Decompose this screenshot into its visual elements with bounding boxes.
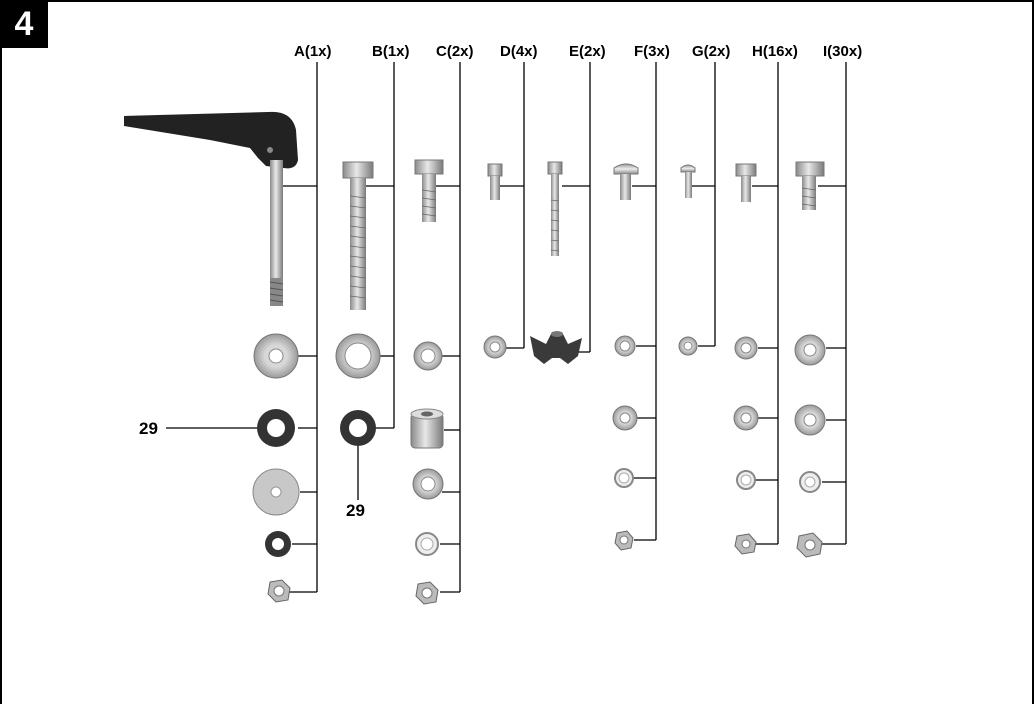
nut-h <box>734 533 757 555</box>
group-i-leader-lines <box>818 62 847 545</box>
washer-b <box>335 333 381 379</box>
group-c-leader-lines <box>434 62 461 593</box>
label-group-i: I(30x) <box>823 43 862 60</box>
group-h-leader-lines <box>752 62 779 545</box>
hex-bolt-c <box>414 159 444 222</box>
spacer-sleeve-c <box>410 408 444 449</box>
washer-f-2 <box>612 405 638 431</box>
rubber-washer-b <box>340 410 376 446</box>
spring-washer-h <box>736 470 756 490</box>
rubber-washer-a <box>257 409 295 447</box>
washer-d <box>483 335 507 359</box>
group-a-leader-lines <box>282 62 318 593</box>
washer-a-large <box>253 333 299 379</box>
spring-washer-i <box>799 471 821 493</box>
wing-nut-e <box>530 331 582 364</box>
socket-screw-e <box>547 161 563 256</box>
washer-a-flat <box>252 468 300 516</box>
carriage-bolt-f <box>613 163 639 200</box>
nut-f <box>614 530 634 551</box>
label-group-e: E(2x) <box>569 43 606 60</box>
group-d-leader-lines <box>500 62 525 349</box>
label-group-d: D(4x) <box>500 43 538 60</box>
washer-i-2 <box>794 404 826 436</box>
washer-c-3 <box>415 532 439 556</box>
label-group-b: B(1x) <box>372 43 410 60</box>
figure-number-badge: 4 <box>0 0 48 48</box>
hex-bolt-h <box>735 163 757 202</box>
label-group-f: F(3x) <box>634 43 670 60</box>
group-b-leader-lines <box>357 62 395 500</box>
washer-h-2 <box>733 405 759 431</box>
rubber-washer-a-small <box>265 531 291 557</box>
group-e-leader-lines <box>562 62 591 353</box>
socket-screw-d <box>487 163 503 200</box>
washer-i-1 <box>794 334 826 366</box>
hex-bolt-i <box>795 161 825 210</box>
washer-f-1 <box>614 335 636 357</box>
label-group-c: C(2x) <box>436 43 474 60</box>
label-group-g: G(2x) <box>692 43 730 60</box>
label-group-a: A(1x) <box>294 43 332 60</box>
group-g-leader-lines <box>692 62 716 347</box>
washer-g <box>678 336 698 356</box>
nut-c <box>415 581 439 605</box>
spring-washer-f <box>614 468 634 488</box>
washer-h-1 <box>734 336 758 360</box>
washer-c-1 <box>413 341 443 371</box>
callout-29-bottom: 29 <box>346 501 365 520</box>
clamping-lever-a <box>124 111 298 306</box>
nut-i <box>796 532 823 558</box>
label-group-h: H(16x) <box>752 43 798 60</box>
nut-a <box>267 579 291 603</box>
callout-29-left: 29 <box>139 419 158 438</box>
group-f-leader-lines <box>632 62 657 541</box>
carriage-bolt-g <box>680 164 696 198</box>
washer-c-2 <box>412 468 444 500</box>
hex-bolt-b <box>342 161 374 310</box>
